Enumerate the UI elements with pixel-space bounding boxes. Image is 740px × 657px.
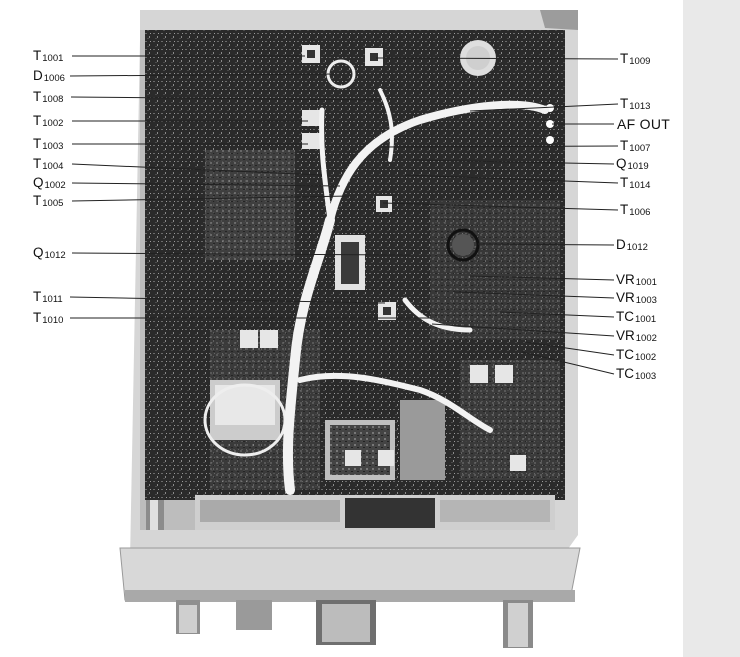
label-t1006: T1006 (620, 202, 651, 219)
label-t1014: T1014 (620, 175, 651, 192)
label-t1001: T1001 (33, 48, 64, 65)
label-t1011: T1011 (33, 289, 63, 306)
page-margin-strip (683, 0, 740, 657)
label-q1002: Q1002 (33, 175, 66, 192)
label-t1005: T1005 (33, 193, 64, 210)
label-tc1001: TC1001 (616, 309, 657, 326)
wire-harness (282, 88, 549, 495)
label-vr1002: VR1002 (616, 328, 657, 345)
label-t1002: T1002 (33, 113, 64, 130)
label-t1009: T1009 (620, 51, 651, 68)
label-tc1003: TC1003 (616, 366, 657, 383)
label-q1019: Q1019 (616, 156, 649, 173)
front-panel (119, 547, 581, 648)
leader-lines (69, 55, 619, 375)
label-af-out: AF OUT (617, 116, 671, 132)
label-t1007: T1007 (620, 138, 651, 155)
label-vr1001: VR1001 (616, 272, 657, 289)
label-t1003: T1003 (33, 136, 64, 153)
label-t1008: T1008 (33, 89, 64, 106)
label-t1010: T1010 (33, 310, 64, 327)
label-tc1002: TC1002 (616, 347, 657, 364)
label-d1012: D1012 (616, 237, 648, 254)
label-vr1003: VR1003 (616, 290, 657, 307)
label-d1006: D1006 (33, 68, 65, 85)
label-t1004: T1004 (33, 156, 64, 173)
label-q1012: Q1012 (33, 245, 66, 262)
label-t1013: T1013 (620, 96, 651, 113)
